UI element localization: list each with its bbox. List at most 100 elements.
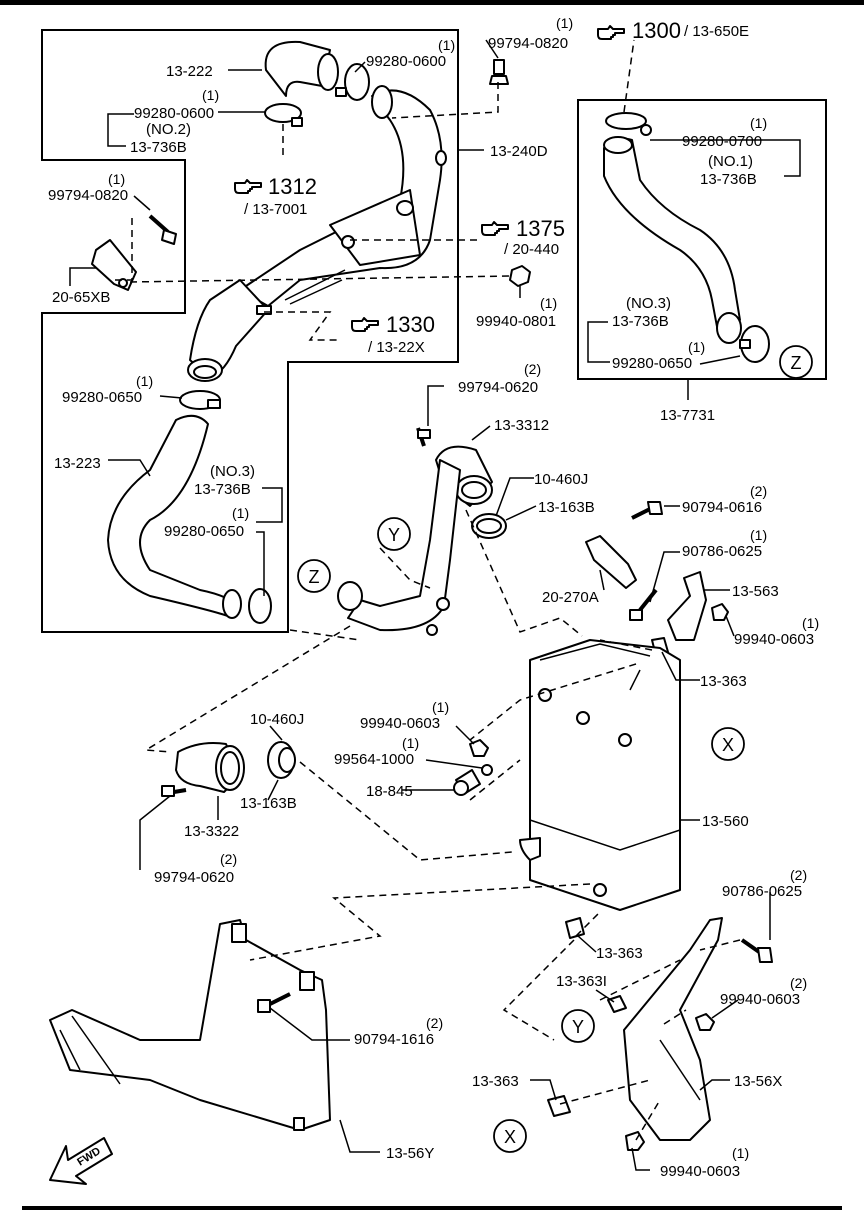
duct-13-56y	[49, 919, 331, 1131]
nut-99940-0603-c	[695, 1013, 715, 1031]
label-90794-0616: 90794-0616	[682, 499, 762, 516]
qty-99280-0700: (1)	[750, 115, 767, 131]
ref-1330-hand-icon[interactable]	[351, 317, 379, 332]
label-13-736b-c: 13-736B	[612, 313, 669, 330]
label-13-240d: 13-240D	[490, 143, 548, 160]
label-13-56x: 13-56X	[734, 1073, 782, 1090]
mount-13-363-c	[547, 1095, 571, 1117]
ref-1330[interactable]: 1330	[386, 312, 435, 337]
pipe-13-3322	[175, 742, 245, 793]
ref-1312[interactable]: 1312	[268, 174, 317, 199]
bottom-rule	[22, 1206, 842, 1210]
nut-99940-0603-a	[711, 603, 729, 621]
qty-99940-0603-a: (1)	[802, 615, 819, 631]
qty-99280-0650-a: (1)	[136, 373, 153, 389]
ref-1312-hand-icon[interactable]	[234, 179, 262, 194]
label-13-363-b: 13-363	[596, 945, 643, 962]
ref-1312-sub: / 13-7001	[244, 201, 307, 218]
svg-text:X: X	[722, 735, 734, 755]
marker-y-lower: Y	[561, 1009, 595, 1043]
nut-99940-0801	[509, 265, 531, 287]
label-13-3631: 13-363I	[556, 973, 607, 990]
top-rule	[0, 0, 864, 5]
ref-1375[interactable]: 1375	[516, 216, 565, 241]
leader-lines	[69, 39, 801, 1171]
label-13-223: 13-223	[54, 455, 101, 472]
bolt-90794-0616	[631, 501, 663, 520]
mount-13-363-b	[565, 917, 585, 939]
label-99280-0650-c: 99280-0650	[164, 523, 244, 540]
label-10-460j-a: 10-460J	[534, 471, 588, 488]
label-99794-0620-b: 99794-0620	[154, 869, 234, 886]
pipe-lower-center	[337, 459, 461, 636]
label-90786-0625-b: 90786-0625	[722, 883, 802, 900]
label-13-3312: 13-3312	[494, 417, 549, 434]
svg-text:Y: Y	[388, 525, 400, 545]
marker-z-lower: Z	[297, 559, 331, 593]
label-20-65xb: 20-65XB	[52, 289, 110, 306]
marker-z-upper: Z	[779, 345, 813, 379]
hose-13-163b-b	[267, 741, 296, 779]
label-99280-0600-a: 99280-0600	[366, 53, 446, 70]
svg-text:X: X	[504, 1127, 516, 1147]
label-10-460j-b: 10-460J	[250, 711, 304, 728]
marker-y-upper: Y	[377, 517, 411, 551]
ref-1375-sub: / 20-440	[504, 241, 559, 258]
qty-99940-0603-c: (2)	[790, 975, 807, 991]
label-13-3322: 13-3322	[184, 823, 239, 840]
label-13-363-c: 13-363	[472, 1073, 519, 1090]
hose-13-223	[107, 414, 242, 619]
label-99280-0650-b: 99280-0650	[612, 355, 692, 372]
label-no3-b: (NO.3)	[210, 463, 255, 480]
clamp-99280-0700	[605, 112, 652, 136]
qty-99794-0820-b: (1)	[108, 171, 125, 187]
qty-99794-0620-a: (2)	[524, 361, 541, 377]
label-99280-0650-a: 99280-0650	[62, 389, 142, 406]
qty-99280-0600-a: (1)	[438, 37, 455, 53]
hose-13-222	[264, 40, 339, 97]
label-99794-0820-a: 99794-0820	[488, 35, 568, 52]
bolt-99794-0820-a	[489, 59, 509, 85]
svg-text:Y: Y	[572, 1017, 584, 1037]
bolt-99794-0620-b	[161, 785, 187, 797]
svg-text:Z: Z	[791, 353, 802, 373]
label-99940-0801: 99940-0801	[476, 313, 556, 330]
hose-13-7731	[603, 136, 742, 344]
label-13-560: 13-560	[702, 813, 749, 830]
label-90794-1616: 90794-1616	[354, 1031, 434, 1048]
bolt-99794-0620-a	[416, 427, 431, 447]
label-no1: (NO.1)	[708, 153, 753, 170]
bracket-20-270a	[585, 535, 637, 589]
ref-1300-sub: / 13-650E	[684, 23, 749, 40]
qty-99940-0603-d: (1)	[732, 1145, 749, 1161]
dashed-connection-lines	[110, 39, 741, 1141]
bolt-90794-1616	[257, 992, 291, 1013]
marker-x-lower: X	[493, 1119, 527, 1153]
clamp-99280-0600-a	[335, 63, 370, 101]
label-99794-0620-a: 99794-0620	[458, 379, 538, 396]
label-13-163b-b: 13-163B	[240, 795, 297, 812]
label-90786-0625-a: 90786-0625	[682, 543, 762, 560]
label-13-163b-a: 13-163B	[538, 499, 595, 516]
ref-1375-hand-icon[interactable]	[481, 221, 509, 236]
marker-x-upper: X	[711, 727, 745, 761]
qty-99564-1000: (1)	[402, 735, 419, 751]
label-20-270a: 20-270A	[542, 589, 599, 606]
qty-99940-0603-b: (1)	[432, 699, 449, 715]
bolt-99794-0820-b	[148, 214, 177, 245]
label-99940-0603-a: 99940-0603	[734, 631, 814, 648]
label-99280-0600-b: 99280-0600	[134, 105, 214, 122]
label-13-56y: 13-56Y	[386, 1145, 434, 1162]
label-99564-1000: 99564-1000	[334, 751, 414, 768]
ref-1300[interactable]: 1300	[632, 18, 681, 43]
label-no2: (NO.2)	[146, 121, 191, 138]
bracket-13-563	[667, 571, 707, 641]
label-99940-0603-d: 99940-0603	[660, 1163, 740, 1180]
qty-99280-0650-c: (1)	[232, 505, 249, 521]
clamp-99280-0650-c	[248, 588, 272, 624]
ref-1300-hand-icon[interactable]	[597, 25, 625, 40]
label-13-563: 13-563	[732, 583, 779, 600]
label-99280-0700: 99280-0700	[682, 133, 762, 150]
pipe-13-3312	[435, 445, 493, 507]
label-13-222: 13-222	[166, 63, 213, 80]
